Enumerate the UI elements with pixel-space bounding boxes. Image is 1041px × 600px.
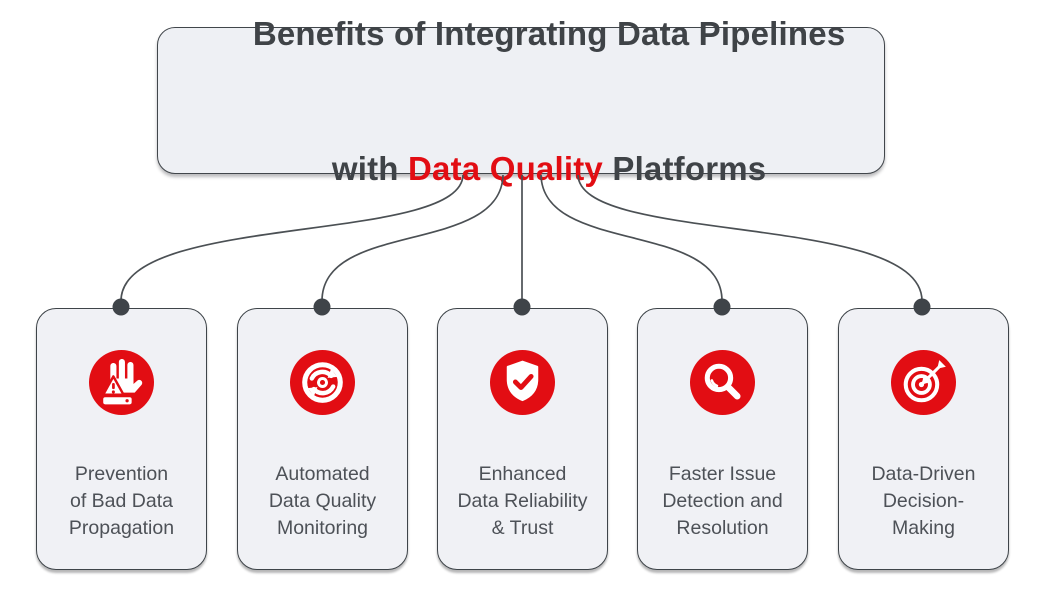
- card-label: Faster Issue Detection and Resolution: [662, 461, 782, 542]
- card-label-line: Monitoring: [276, 517, 369, 539]
- target-dart-icon: [891, 350, 956, 415]
- title-box: Benefits of Integrating Data Pipelines w…: [157, 15, 885, 187]
- card-label: Prevention of Bad Data Propagation: [69, 461, 174, 542]
- card-label-line: & Trust: [491, 517, 554, 539]
- card-label-line: Propagation: [68, 517, 175, 539]
- benefit-card-monitoring: Automated Data Quality Monitoring: [237, 308, 408, 570]
- title-line-1: Benefits of Integrating Data Pipelines: [197, 0, 846, 101]
- card-label: Data-Driven Decision- Making: [871, 461, 975, 542]
- title-text-1: Benefits of Integrating Data Pipelines: [252, 14, 846, 52]
- title-text-highlight: Data Quality: [408, 149, 603, 187]
- card-label-line: Prevention: [74, 463, 169, 485]
- sync-arrows-icon: [290, 350, 355, 415]
- card-label-line: Data Quality: [268, 490, 377, 512]
- card-label-line: Resolution: [676, 517, 769, 539]
- benefit-card-reliability: Enhanced Data Reliability & Trust: [437, 308, 608, 570]
- card-label-line: Data-Driven: [871, 463, 976, 485]
- benefit-card-detection: Faster Issue Detection and Resolution: [637, 308, 808, 570]
- card-label: Enhanced Data Reliability & Trust: [457, 461, 587, 542]
- benefit-card-prevention: Prevention of Bad Data Propagation: [36, 308, 207, 570]
- card-label-line: of Bad Data: [70, 490, 173, 512]
- card-label-line: Enhanced: [478, 463, 567, 485]
- card-label-line: Data Reliability: [457, 490, 588, 512]
- title-line-2: with Data Quality Platforms: [276, 101, 767, 236]
- benefit-card-decision: Data-Driven Decision- Making: [838, 308, 1009, 570]
- card-label-line: Faster Issue: [668, 463, 777, 485]
- card-label-line: Automated: [275, 463, 370, 485]
- title-text-2-pre: with: [331, 149, 409, 187]
- hand-stop-icon: [89, 350, 154, 415]
- card-label-line: Decision-: [882, 490, 965, 512]
- title-text-2-post: Platforms: [602, 149, 767, 187]
- shield-check-icon: [490, 350, 555, 415]
- card-label-line: Making: [892, 517, 955, 539]
- magnifier-icon: [690, 350, 755, 415]
- card-label: Automated Data Quality Monitoring: [269, 461, 376, 542]
- card-label-line: Detection and: [662, 490, 783, 512]
